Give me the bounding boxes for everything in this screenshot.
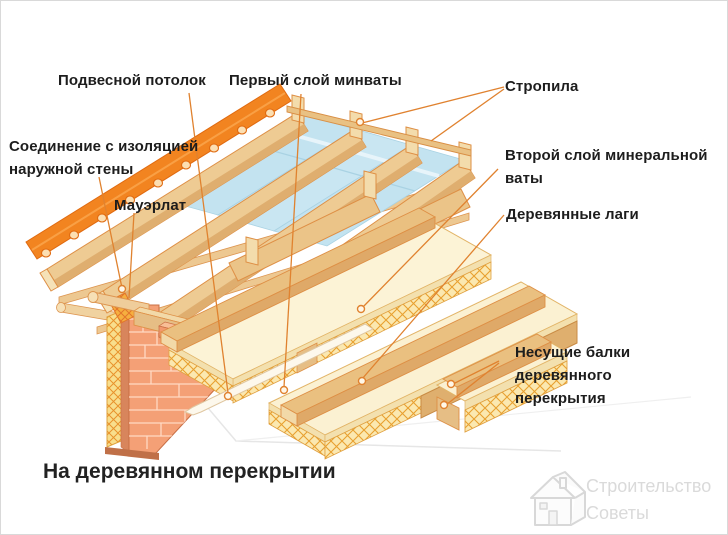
watermark-line1: Строительство (586, 476, 712, 496)
label-wall-insulation-joint-line2: наружной стены (9, 161, 134, 178)
suspended-ceiling-board (183, 323, 375, 416)
leader-beams-2 (445, 362, 500, 406)
leader-rafters-1 (361, 86, 505, 124)
label-load-bearing-beams-line1: Несущие балки (515, 344, 631, 361)
label-second-minwool-layer: Второй слой минеральной ваты (505, 144, 708, 190)
wall-side-face (120, 304, 130, 454)
roof-tiles (25, 83, 292, 260)
floor-structure (133, 207, 579, 460)
leader-second-minwool (360, 168, 499, 310)
label-load-bearing-beams: Несущие балки деревянного перекрытия (515, 341, 630, 410)
leader-lines (98, 86, 505, 406)
leader-suspended-ceiling (188, 92, 229, 394)
leader-wall-joint (98, 176, 123, 289)
leader-endpoints (117, 117, 456, 410)
label-wall-insulation-joint-line1: Соединение с изоляцией (9, 138, 199, 155)
label-suspended-ceiling: Подвесной потолок (58, 72, 206, 89)
label-second-minwool-line2: ваты (505, 170, 543, 187)
label-load-bearing-beams-line2: деревянного (515, 367, 612, 384)
ridge-batten (286, 105, 472, 157)
label-wooden-lags: Деревянные лаги (506, 206, 639, 223)
leader-wooden-lags (361, 214, 505, 380)
watermark-line2: Советы (586, 503, 649, 523)
leader-mauerlat (128, 212, 135, 299)
wall-insulation-strip (106, 310, 122, 448)
label-wall-insulation-joint: Соединение с изоляцией наружной стены (9, 135, 198, 181)
page-title: На деревянном перекрытии (43, 460, 336, 483)
label-first-minwool-layer: Первый слой минваты (229, 72, 402, 89)
leader-rafters-2 (430, 88, 505, 142)
house-icon (530, 471, 586, 526)
watermark: Строительство Советы (586, 473, 711, 527)
wooden-lag-back (160, 207, 436, 353)
leader-beams-1 (452, 360, 500, 385)
wooden-lag-front (280, 285, 546, 427)
detached-beam-piece (435, 333, 569, 433)
label-rafters: Стропила (505, 78, 579, 95)
label-load-bearing-beams-line3: перекрытия (515, 390, 606, 407)
label-second-minwool-line1: Второй слой минеральной (505, 147, 708, 164)
wall-base (105, 447, 159, 460)
leader-first-minwool (283, 93, 302, 388)
label-mauerlat: Мауэрлат (114, 197, 187, 214)
